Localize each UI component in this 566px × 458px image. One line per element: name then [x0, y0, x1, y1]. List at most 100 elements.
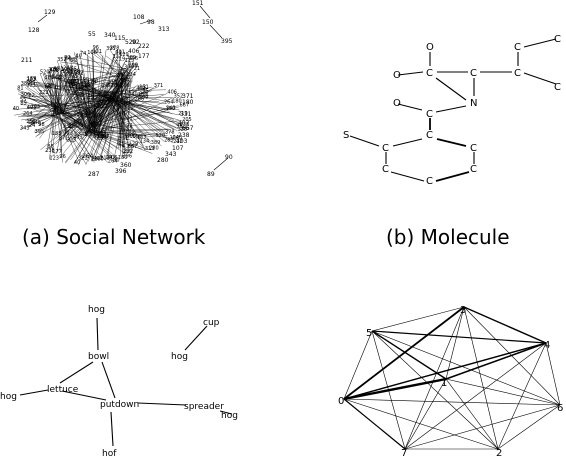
- sn-node-label: 283: [26, 77, 36, 83]
- sn-node-label: 129: [44, 9, 56, 16]
- sn-node-label: 89: [102, 134, 108, 140]
- graph-edge: [404, 306, 465, 450]
- sn-node-label: 313: [145, 146, 155, 152]
- sn-node-label: 321: [98, 104, 108, 110]
- sn-node-label: 313: [63, 130, 73, 136]
- graph-edge: [497, 342, 547, 450]
- atom-label: O: [393, 98, 401, 109]
- sn-edge: [40, 74, 131, 151]
- sn-edge: [52, 91, 92, 111]
- sn-edge: [64, 82, 81, 108]
- sn-edge: [90, 80, 132, 161]
- sn-edge: [51, 113, 99, 138]
- sn-edge: [74, 77, 120, 136]
- sn-node-label: 22: [56, 72, 62, 78]
- sn-edge: [80, 49, 119, 81]
- node-5: 5: [366, 328, 372, 339]
- sn-edge: [87, 105, 179, 129]
- sn-node-label: 343: [20, 125, 30, 131]
- sn-node-label: 407: [44, 75, 54, 81]
- sn-edge: [98, 78, 131, 161]
- sn-node-label: 343: [165, 151, 177, 158]
- sn-node-label: 352: [74, 71, 84, 77]
- sn-node-label: 63: [87, 98, 93, 104]
- sn-node-label: 32: [100, 132, 106, 138]
- sn-node-label: 222: [39, 90, 49, 96]
- sn-node-label: 115: [137, 86, 147, 92]
- sn-node-label: 128: [68, 124, 78, 130]
- sn-edge: [55, 95, 117, 145]
- sn-node-label: 406: [108, 155, 118, 161]
- sn-node-label: 81: [85, 87, 91, 93]
- sn-node-label: 107: [73, 120, 83, 126]
- atom-label: C: [470, 68, 477, 79]
- sn-node-label: 287: [64, 71, 74, 77]
- sn-node-label: 360: [126, 133, 136, 139]
- sn-edge: [26, 103, 52, 110]
- sn-node-label: 55: [88, 31, 96, 38]
- sn-edge: [49, 79, 130, 159]
- sn-node-label: 396: [123, 154, 133, 160]
- node-spreader: spreader: [184, 402, 224, 412]
- node-7: 7: [401, 448, 407, 458]
- atom-label: C: [554, 34, 561, 45]
- complete-graph-panel: 3 5 4 1 0 6 7 2: [338, 305, 563, 458]
- sn-node-label: 123: [70, 70, 80, 76]
- node-hog-left: hog: [0, 392, 17, 402]
- sn-node-label: 325: [178, 127, 188, 133]
- atom-label: S: [343, 130, 349, 141]
- sn-edge: [28, 83, 112, 92]
- sn-edge: [59, 69, 121, 141]
- graph-edge: [343, 306, 465, 400]
- sn-edge: [78, 64, 91, 130]
- sn-node-label: 266: [120, 83, 130, 89]
- sn-edge: [44, 88, 62, 117]
- sn-edge: [83, 71, 128, 88]
- sn-edge: [105, 74, 128, 160]
- sn-node-label: 128: [28, 27, 40, 34]
- sn-node-label: 331: [139, 92, 149, 98]
- sn-edge: [80, 85, 94, 131]
- sn-edge: [127, 80, 131, 149]
- graph-edge: [371, 330, 406, 450]
- sn-edge: [57, 70, 61, 106]
- sn-node-label: 92: [91, 95, 97, 101]
- sn-node-label: 86: [45, 84, 51, 90]
- atom-label: O: [393, 70, 401, 81]
- sn-edge: [111, 98, 175, 130]
- sn-node-label: 21: [98, 134, 104, 140]
- sn-node-label: 219: [116, 57, 126, 63]
- sn-node-label: 98: [147, 19, 155, 26]
- sn-edge: [56, 114, 64, 154]
- sn-edge: [94, 50, 107, 132]
- graph-edge: [371, 330, 547, 344]
- sn-node-label: 134: [73, 112, 83, 118]
- sn-node-label: 137: [112, 54, 122, 60]
- graph-edge: [445, 378, 499, 450]
- sn-edge: [93, 79, 124, 161]
- sn-node-label: 306: [170, 136, 180, 142]
- sn-node-label: 134: [97, 135, 107, 141]
- sn-node-label: 90: [225, 154, 233, 161]
- sn-edge: [51, 108, 90, 159]
- sn-edge: [21, 113, 59, 116]
- graph-edge: [371, 306, 465, 332]
- sn-edge: [90, 132, 168, 136]
- graph-edge: [343, 398, 499, 450]
- graph-edge: [371, 330, 447, 380]
- sn-edge: [26, 102, 52, 124]
- sn-node-label: 321: [27, 83, 37, 89]
- sn-node-label: 55: [20, 97, 26, 103]
- sn-node-label: 40: [50, 68, 56, 74]
- sn-edge: [87, 56, 98, 129]
- sn-edge: [18, 91, 60, 116]
- sn-node-label: 137: [123, 127, 133, 133]
- sn-node-label: 340: [104, 32, 116, 39]
- sn-edge: [60, 110, 95, 163]
- sn-edge: [59, 106, 86, 110]
- graph-edge: [371, 330, 499, 450]
- sn-node-label: 411: [91, 103, 101, 109]
- graph-edge: [463, 306, 547, 344]
- sn-node-label: 264: [23, 111, 33, 117]
- sn-node-label: 183: [70, 79, 80, 85]
